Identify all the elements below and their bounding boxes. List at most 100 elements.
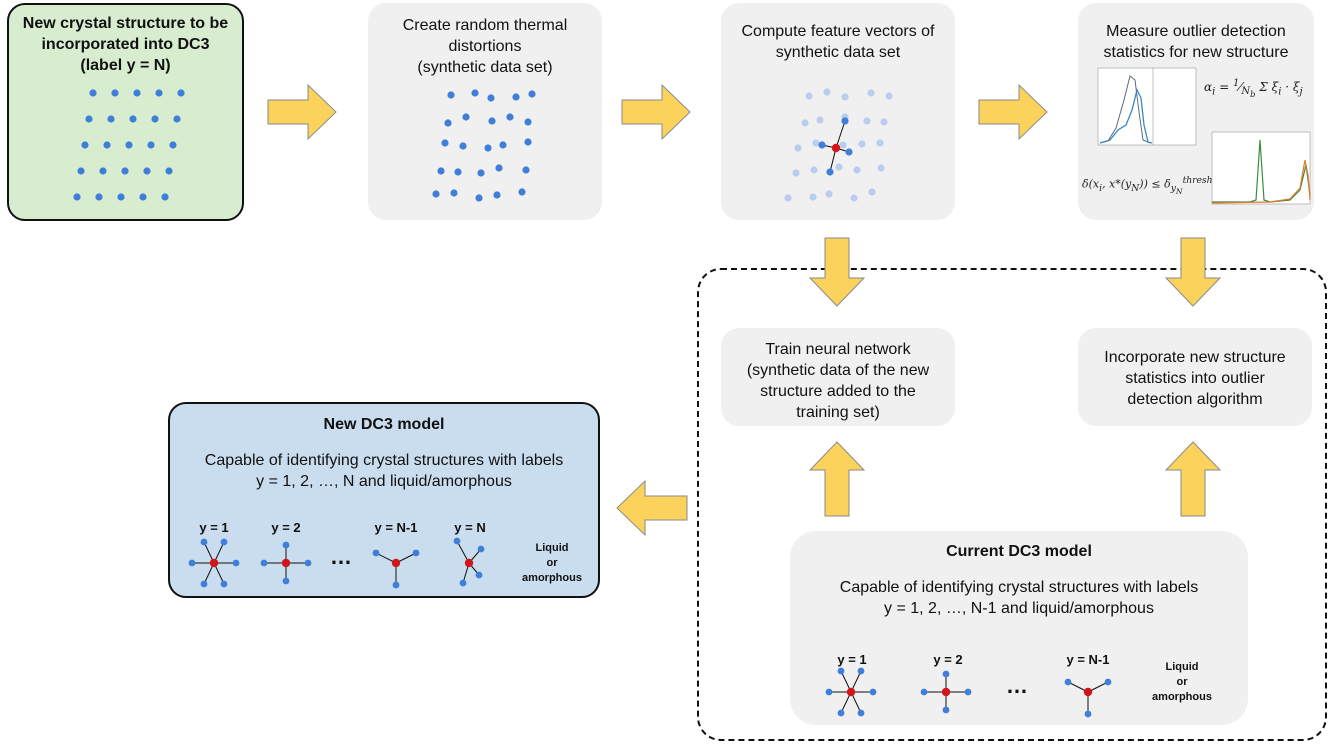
distorted-atom [450, 189, 458, 197]
neighbor-atom [475, 571, 483, 579]
outlier-stats-title: Measure outlier detection statistics for… [1078, 21, 1314, 63]
distorted-atom [432, 190, 440, 198]
lattice-atom [173, 115, 181, 123]
neighbor-atom [1084, 710, 1092, 718]
faded-atom [801, 119, 809, 127]
neighbor-atom [869, 688, 877, 696]
faded-atom [825, 190, 833, 198]
title-line: (synthetic data set) [417, 59, 553, 76]
center-atom [831, 143, 841, 153]
lattice-atom [133, 89, 141, 97]
faded-atom [809, 193, 817, 201]
distorted-atom [512, 93, 520, 101]
lattice-atom [73, 193, 81, 201]
delta-formula: δ(xi, x*(yN)) ≤ δyNthresh [1082, 175, 1213, 196]
faded-atom [853, 166, 861, 174]
flow-arrows [267, 83, 1222, 537]
down-arrow [808, 237, 866, 307]
new-model-label-yn1: y = N-1 [374, 520, 418, 535]
text-line: Incorporate new structure [1104, 349, 1286, 366]
title-line: incorporated into DC3 [41, 36, 210, 53]
lattice-atom [121, 167, 129, 175]
faded-atom [794, 144, 802, 152]
liquid-line: or [1176, 676, 1188, 688]
distorted-atom [493, 191, 501, 199]
center-atom [391, 558, 401, 568]
incorporate-text: Incorporate new structure statistics int… [1078, 347, 1312, 410]
new-model-label-y1: y = 1 [199, 520, 229, 535]
lattice-atom [99, 167, 107, 175]
faded-atom [880, 118, 888, 126]
neighbor-atom [453, 537, 461, 545]
distorted-atom [528, 90, 536, 98]
liquid-line: Liquid [1165, 661, 1199, 673]
lattice-atom [169, 141, 177, 149]
distorted-atom [518, 188, 526, 196]
neighbor-atom [841, 117, 849, 125]
distorted-atom [444, 119, 452, 127]
lattice-atom [161, 193, 169, 201]
faded-atom [877, 164, 885, 172]
distortion-title: Create random thermal distortions (synth… [368, 15, 602, 78]
faded-atom [816, 116, 824, 124]
title-line: Measure outlier detection [1106, 23, 1286, 40]
neighbor-atom [260, 559, 268, 567]
neighbor-atom [282, 541, 290, 549]
down-arrow [1164, 237, 1222, 307]
distorted-atom [462, 113, 470, 121]
structure-motifs [188, 537, 1112, 718]
distorted-atom [477, 169, 485, 177]
dc3-update-region [697, 268, 1327, 741]
faded-atom [850, 194, 858, 202]
neighbor-atom [857, 709, 865, 717]
lattice-atom [103, 141, 111, 149]
bond-line [835, 120, 846, 149]
new-model-liquid-label: Liquid or amorphous [520, 541, 584, 586]
neighbor-atom [845, 148, 853, 156]
lattice-atom [125, 141, 133, 149]
faded-atom [810, 166, 818, 174]
lattice-atom [129, 115, 137, 123]
neighbor-atom [232, 559, 240, 567]
angle-plot-frame [1211, 131, 1311, 205]
new-model-label-yn: y = N [454, 520, 486, 535]
title-line: statistics for new structure [1103, 44, 1289, 61]
neighbor-atom [857, 667, 865, 675]
neighbor-atom [837, 667, 845, 675]
neighbor-atom [920, 688, 928, 696]
neighbor-atom [964, 688, 972, 696]
center-atom [464, 558, 474, 568]
liquid-line: Liquid [535, 542, 569, 554]
desc-line: y = 1, 2, …, N and liquid/amorphous [256, 473, 512, 490]
faded-atom [835, 163, 843, 171]
neighbor-atom [392, 581, 400, 589]
distorted-atom [459, 142, 467, 150]
right-arrow [267, 83, 337, 141]
distorted-atom [447, 91, 455, 99]
neighbor-atom [826, 168, 834, 176]
new-model-box: New DC3 model Capable of identifying cry… [168, 402, 600, 598]
distorted-atom [524, 138, 532, 146]
distance-plot-frame [1097, 67, 1197, 146]
neighbor-atom [825, 688, 833, 696]
density-curve-b [1099, 88, 1153, 144]
desc-line: Capable of identifying crystal structure… [839, 579, 1199, 596]
neighbor-atom [818, 141, 826, 149]
lattice-atom [89, 89, 97, 97]
liquid-line: amorphous [522, 572, 582, 584]
faded-atom [868, 188, 876, 196]
new-model-label-y2: y = 2 [271, 520, 301, 535]
title-line: Compute feature vectors of [741, 23, 935, 40]
distorted-atom [524, 118, 532, 126]
lattice-atom [143, 167, 151, 175]
faded-atom [784, 194, 792, 202]
lattice-atom [147, 141, 155, 149]
center-atom [846, 687, 856, 697]
right-arrow [978, 83, 1048, 141]
faded-atom [841, 93, 849, 101]
faded-atom [823, 88, 831, 96]
distorted-atom [506, 113, 514, 121]
title-line: (label y = N) [80, 57, 171, 74]
desc-line: y = 1, 2, …, N-1 and liquid/amorphous [884, 600, 1154, 617]
up-arrow [1164, 441, 1222, 517]
